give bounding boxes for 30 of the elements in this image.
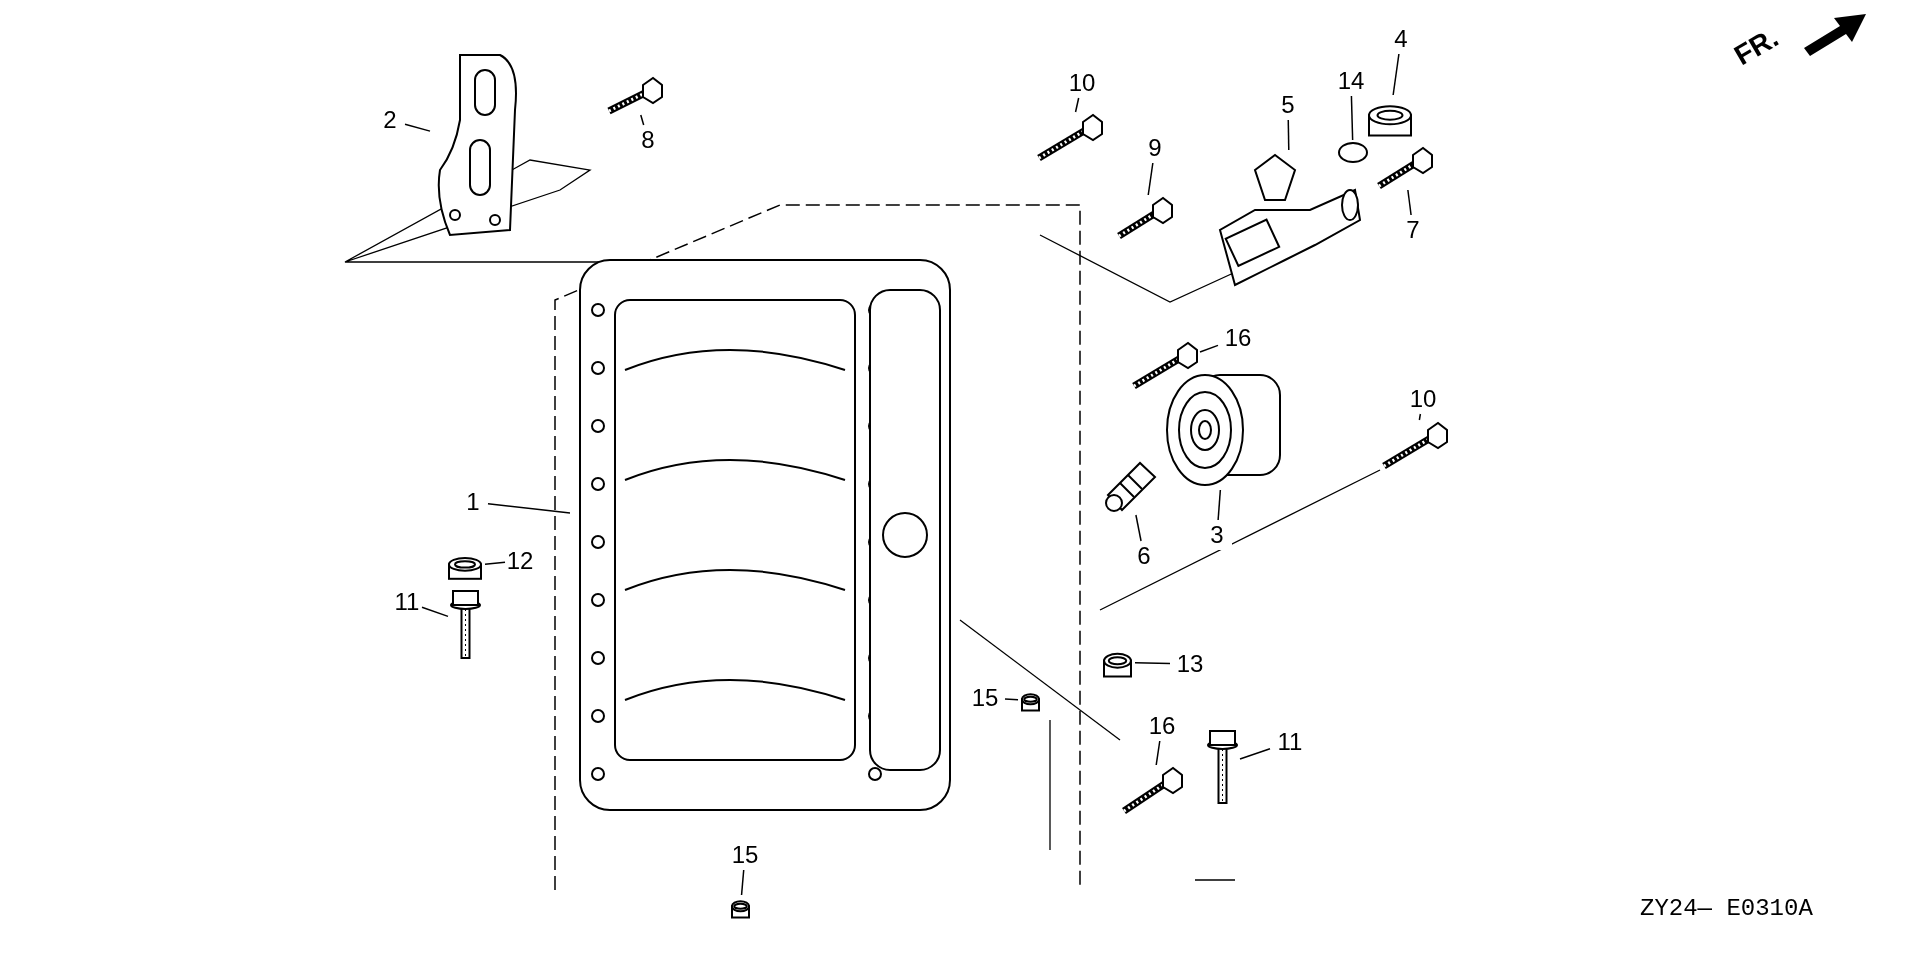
leader-line [421, 606, 449, 618]
bolt-drawing [605, 75, 665, 115]
bolt-drawing [1375, 145, 1435, 190]
bolt-drawing [1115, 195, 1175, 240]
leader-line [1155, 740, 1161, 766]
leader-line [487, 502, 571, 514]
leader-line [640, 114, 645, 126]
leader-line [1135, 514, 1142, 542]
bolt-drawing [1035, 112, 1105, 162]
drawing-code: ZY24— E0310A [1640, 895, 1813, 922]
leader-line [1287, 119, 1290, 151]
bolt-drawing [1120, 765, 1185, 815]
leader-line [404, 123, 431, 132]
bolt-drawing [1130, 340, 1200, 390]
leader-line [1199, 344, 1219, 353]
leader-line [1239, 748, 1271, 760]
leader-line [1350, 95, 1354, 141]
leader-line [1418, 413, 1422, 421]
o-ring-drawing [1336, 140, 1370, 165]
bolt-drawing [1380, 420, 1450, 470]
leader-line [1407, 189, 1412, 216]
leader-line [1134, 662, 1171, 665]
leader-line [484, 561, 506, 565]
leader-line [740, 869, 745, 896]
leader-line [1392, 53, 1400, 96]
leader-line [1217, 489, 1222, 521]
leader-line [1074, 97, 1080, 113]
leader-line [1147, 162, 1154, 196]
fr-direction-label: FR. [1729, 21, 1785, 72]
leader-line [1004, 698, 1019, 701]
